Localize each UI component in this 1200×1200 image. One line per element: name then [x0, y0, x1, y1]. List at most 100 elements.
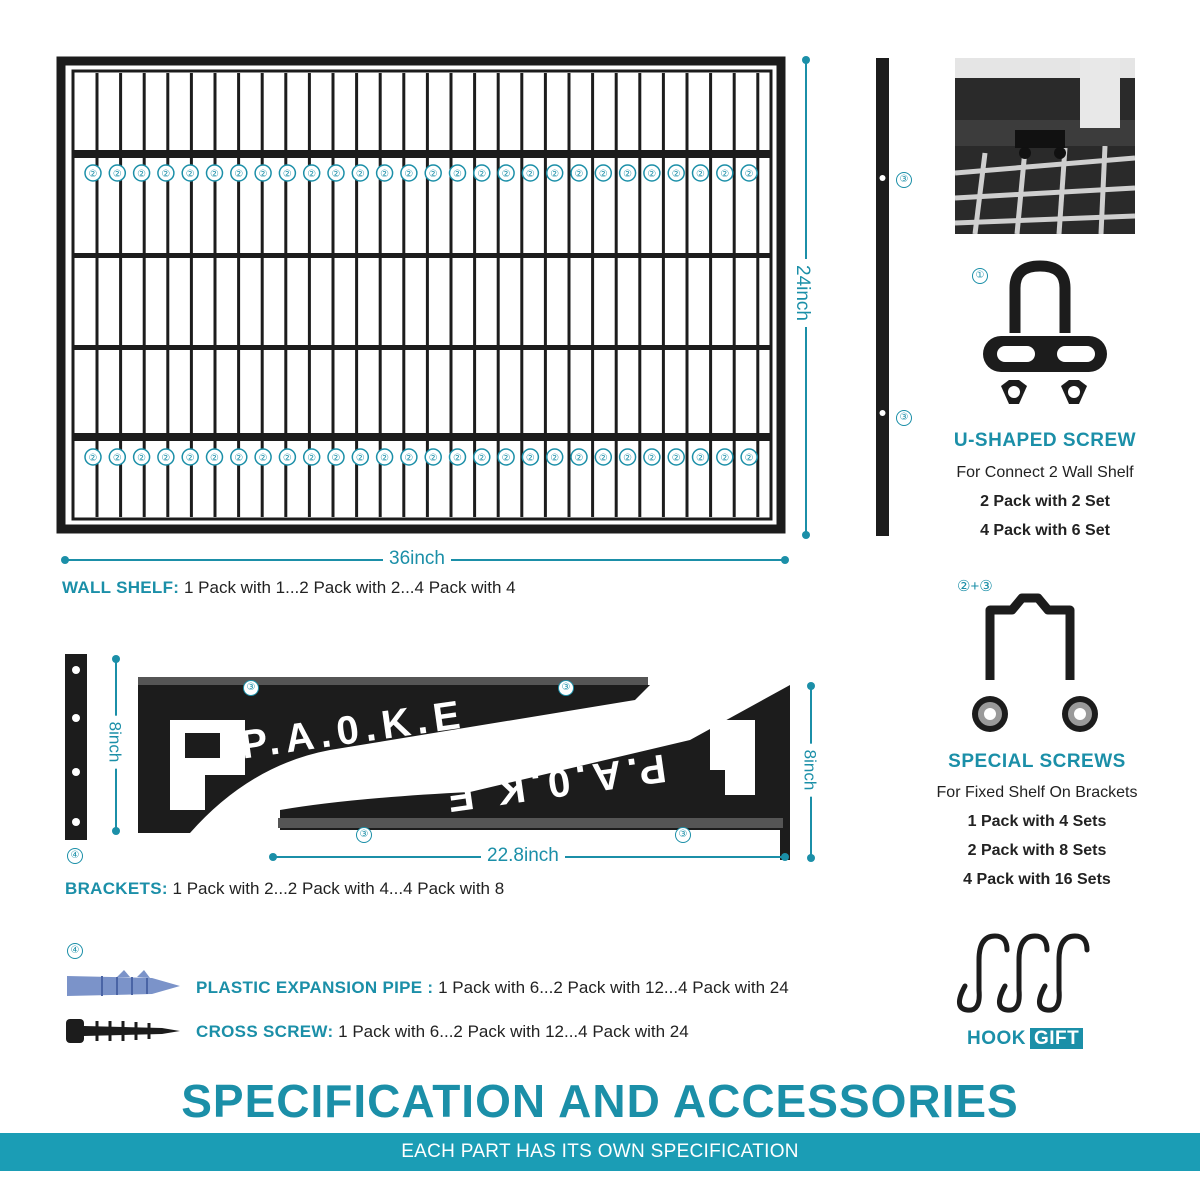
bracket-length-label: 22.8inch	[481, 845, 565, 867]
brackets-caption-text: 1 Pack with 2...2 Pack with 4...4 Pack w…	[167, 879, 505, 898]
fastener-marker-circle	[351, 448, 370, 466]
special-screws-line4: 4 Pack with 16 Sets	[963, 871, 1111, 888]
subtitle-banner: EACH PART HAS ITS OWN SPECIFICATION	[0, 1133, 1200, 1171]
fastener-marker-label: ②	[356, 169, 365, 180]
fastener-marker-label: ②	[453, 453, 462, 464]
fastener-marker-label: ②	[234, 453, 243, 464]
fastener-marker-label: ②	[259, 453, 268, 464]
bracket-marker-3: ③	[356, 827, 372, 843]
fastener-marker-circle	[400, 448, 418, 466]
wall-shelf-caption: WALL SHELF: 1 Pack with 1...2 Pack with …	[62, 578, 516, 598]
fastener-marker-circle	[643, 448, 661, 466]
fastener-marker-label: ②	[745, 453, 754, 464]
fastener-marker-circle	[545, 164, 564, 182]
rail-marker-top: ③	[896, 172, 912, 188]
fastener-marker-circle	[570, 448, 588, 466]
fastener-marker-label: ②	[283, 169, 292, 180]
shelf-closeup-photo	[955, 58, 1135, 234]
fastener-marker-label: ②	[113, 169, 122, 180]
fastener-marker-circle	[740, 164, 758, 182]
fastener-marker-circle	[132, 164, 151, 182]
fastener-marker-label: ②	[186, 453, 195, 464]
cross-screw-caption: CROSS SCREW: 1 Pack with 6...2 Pack with…	[196, 1022, 689, 1042]
fastener-marker-label: ②	[186, 169, 195, 180]
fastener-marker-label: ②	[550, 453, 559, 464]
fastener-marker-circle	[400, 164, 418, 182]
expansion-pipe-image	[67, 970, 180, 996]
fastener-marker-circle	[545, 448, 564, 466]
fastener-marker-label: ②	[502, 453, 511, 464]
bracket-marker-4: ③	[675, 827, 691, 843]
brackets-caption-title: BRACKETS:	[65, 879, 168, 898]
fastener-marker-label: ②	[137, 169, 146, 180]
special-screws-line3: 2 Pack with 8 Sets	[967, 842, 1107, 859]
fastener-marker-circle	[278, 164, 297, 182]
fastener-marker-label: ②	[623, 169, 632, 180]
fastener-marker-label: ②	[210, 169, 219, 180]
fastener-marker-label: ②	[332, 453, 341, 464]
bracket-height-label-right: 8inch	[799, 743, 820, 797]
fastener-marker-circle	[473, 164, 491, 182]
fastener-marker-label: ②	[526, 453, 535, 464]
fastener-marker-circle	[181, 448, 199, 466]
fastener-marker-label: ②	[599, 169, 608, 180]
fastener-marker-circle	[302, 164, 321, 182]
fastener-marker-label: ②	[745, 169, 754, 180]
fastener-marker-circle	[132, 448, 151, 466]
fastener-marker-circle	[157, 448, 175, 466]
u-screw-marker: ①	[972, 268, 988, 284]
u-shaped-screw-image	[983, 260, 1107, 404]
fastener-marker-label: ②	[404, 453, 413, 464]
special-screws-title: SPECIAL SCREWS	[948, 751, 1126, 772]
cross-screw-title: CROSS SCREW:	[196, 1022, 334, 1041]
fastener-marker-label: ②	[623, 453, 632, 464]
fastener-marker-label: ②	[550, 169, 559, 180]
fastener-marker-label: ②	[356, 453, 365, 464]
fastener-marker-label: ②	[502, 169, 511, 180]
fastener-marker-circle	[473, 448, 491, 466]
special-screws-line2: 1 Pack with 4 Sets	[967, 813, 1107, 830]
fastener-marker-label: ②	[696, 169, 705, 180]
fastener-marker-label: ②	[89, 453, 98, 464]
fastener-marker-label: ②	[234, 169, 243, 180]
fastener-marker-label: ②	[526, 169, 535, 180]
bracket-marker-1: ③	[243, 680, 259, 696]
fastener-marker-circle	[205, 448, 224, 466]
wall-shelf-caption-title: WALL SHELF:	[62, 578, 180, 597]
fastener-marker-circle	[643, 164, 661, 182]
u-screw-title: U-SHAPED SCREW	[953, 430, 1137, 451]
fastener-marker-label: ②	[307, 453, 316, 464]
fastener-marker-label: ②	[380, 169, 389, 180]
fastener-marker-circle	[230, 164, 248, 182]
fastener-marker-circle	[375, 164, 394, 182]
expansion-pipe-text: 1 Pack with 6...2 Pack with 12...4 Pack …	[433, 978, 789, 997]
special-screws-image	[972, 593, 1098, 732]
fastener-marker-circle	[521, 448, 540, 466]
fastener-marker-label: ②	[161, 453, 170, 464]
fastener-marker-label: ②	[477, 169, 486, 180]
page-title: SPECIFICATION AND ACCESSORIES	[181, 1075, 1019, 1127]
fastener-marker-circle	[667, 448, 685, 466]
fastener-marker-label: ②	[647, 453, 656, 464]
fastener-marker-circle	[570, 164, 588, 182]
side-rail	[876, 58, 889, 536]
fastener-marker-label: ②	[599, 453, 608, 464]
gift-badge: GIFT	[1030, 1028, 1084, 1049]
u-screw-line3: 4 Pack with 6 Set	[980, 522, 1110, 539]
fastener-marker-circle	[181, 164, 199, 182]
shelf-width-label: 36inch	[383, 548, 451, 570]
fastener-marker-label: ②	[672, 169, 681, 180]
fastener-marker-circle	[375, 448, 394, 466]
fastener-marker-circle	[618, 448, 637, 466]
expansion-pipe-caption: PLASTIC EXPANSION PIPE : 1 Pack with 6..…	[196, 978, 789, 998]
fastener-marker-label: ②	[429, 453, 438, 464]
small-parts-marker: ④	[67, 943, 83, 959]
fastener-marker-circle	[448, 164, 467, 182]
fastener-marker-label: ②	[453, 169, 462, 180]
fastener-marker-label: ②	[696, 453, 705, 464]
fastener-marker-circle	[667, 164, 685, 182]
cross-screw-text: 1 Pack with 6...2 Pack with 12...4 Pack …	[333, 1022, 689, 1041]
fastener-marker-circle	[424, 448, 442, 466]
fastener-marker-circle	[521, 164, 540, 182]
fastener-marker-circle	[594, 164, 613, 182]
